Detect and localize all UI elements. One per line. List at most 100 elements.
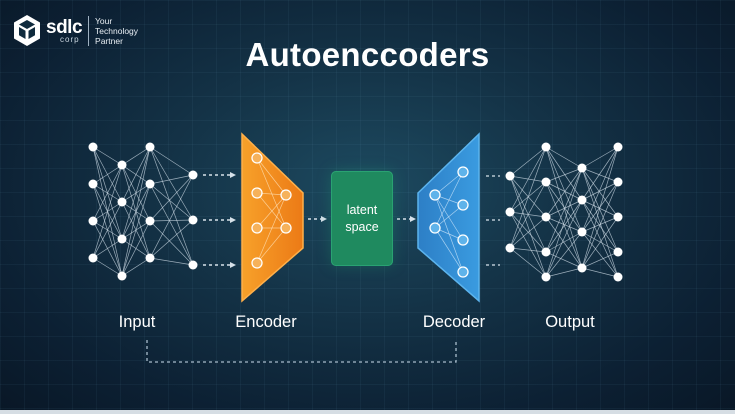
input-connection	[149, 146, 194, 176]
arrowhead-icon	[230, 172, 236, 178]
output-connection	[545, 216, 583, 233]
output-connection	[509, 146, 547, 177]
input-connection	[149, 183, 194, 221]
input-connection	[149, 219, 194, 222]
encoder-node	[280, 189, 292, 201]
output-node	[613, 177, 623, 187]
output-connection	[545, 181, 583, 233]
output-connection	[545, 216, 583, 269]
output-node	[541, 142, 551, 152]
encoder-node	[280, 222, 292, 234]
output-connection	[581, 251, 619, 269]
output-node	[613, 212, 623, 222]
output-connection	[545, 167, 583, 278]
output-node	[505, 171, 515, 181]
encoder-connection	[256, 194, 287, 229]
output-connection	[545, 146, 583, 169]
input-node	[88, 142, 98, 152]
input-connection	[149, 183, 194, 266]
output-label: Output	[545, 313, 595, 331]
input-node	[145, 179, 155, 189]
input-label: Input	[118, 313, 156, 331]
input-node	[117, 271, 127, 281]
encoder-node	[251, 152, 263, 164]
input-node	[188, 215, 198, 225]
input-node	[188, 260, 198, 270]
company-logo: sdlc corp Your Technology Partner	[12, 13, 138, 49]
logo-sub: corp	[60, 35, 80, 44]
logo-divider	[88, 16, 90, 46]
output-connection	[545, 181, 583, 201]
input-connection	[149, 220, 194, 266]
output-connection	[509, 175, 547, 278]
output-connection	[581, 146, 619, 201]
decoder-connection	[434, 227, 464, 273]
output-node	[613, 247, 623, 257]
logo-tagline: Your Technology Partner	[95, 16, 138, 46]
input-node	[117, 160, 127, 170]
input-connection	[149, 146, 194, 221]
output-connection	[545, 199, 583, 278]
page-title: Autoenccoders	[245, 36, 490, 73]
output-connection	[581, 181, 619, 201]
input-node	[88, 253, 98, 263]
output-connection	[545, 167, 583, 253]
decoder-block	[417, 132, 480, 303]
output-connection	[545, 199, 583, 218]
output-node	[577, 263, 587, 273]
input-connection	[92, 164, 123, 222]
encoder-node	[251, 187, 263, 199]
encoder-connection	[256, 192, 287, 229]
output-node	[541, 177, 551, 187]
input-connection	[121, 257, 151, 277]
output-connection	[581, 199, 619, 278]
input-connection	[92, 164, 123, 259]
input-node	[188, 170, 198, 180]
output-node	[541, 272, 551, 282]
input-connection	[149, 174, 194, 222]
bottom-border	[0, 410, 735, 414]
logo-tagline-1: Your	[95, 16, 113, 26]
output-connection	[581, 167, 619, 218]
input-node	[145, 253, 155, 263]
input-connection	[92, 164, 123, 185]
input-node	[145, 216, 155, 226]
decoder-node	[457, 166, 469, 178]
output-connection	[581, 167, 619, 278]
output-node	[613, 272, 623, 282]
input-connection	[121, 146, 151, 240]
input-connection	[121, 146, 151, 166]
encoder-node	[251, 222, 263, 234]
input-node	[88, 216, 98, 226]
output-node	[505, 243, 515, 253]
input-connection	[149, 257, 194, 266]
output-connection	[509, 175, 547, 253]
output-connection	[509, 146, 547, 249]
input-connection	[92, 257, 123, 277]
output-connection	[509, 146, 547, 213]
decoder-node	[429, 222, 441, 234]
input-connection	[92, 238, 123, 259]
output-node	[577, 227, 587, 237]
latent-space-box: latent space	[331, 171, 393, 266]
decoder-connection	[434, 194, 464, 241]
output-connection	[581, 146, 619, 269]
encoder-connection	[256, 157, 287, 196]
output-node	[577, 195, 587, 205]
output-connection	[545, 267, 583, 278]
arrowhead-icon	[230, 262, 236, 268]
input-connection	[121, 220, 151, 277]
output-connection	[581, 167, 619, 183]
input-connection	[149, 146, 194, 266]
output-node	[577, 163, 587, 173]
decoder-connection	[434, 171, 464, 229]
output-connection	[581, 231, 619, 278]
output-connection	[581, 146, 619, 169]
output-connection	[509, 247, 547, 253]
skip-connection-line	[146, 340, 457, 363]
encoder-connection	[256, 157, 287, 229]
input-connection	[92, 146, 123, 166]
output-connection	[545, 146, 583, 233]
decoder-connection	[434, 171, 464, 196]
